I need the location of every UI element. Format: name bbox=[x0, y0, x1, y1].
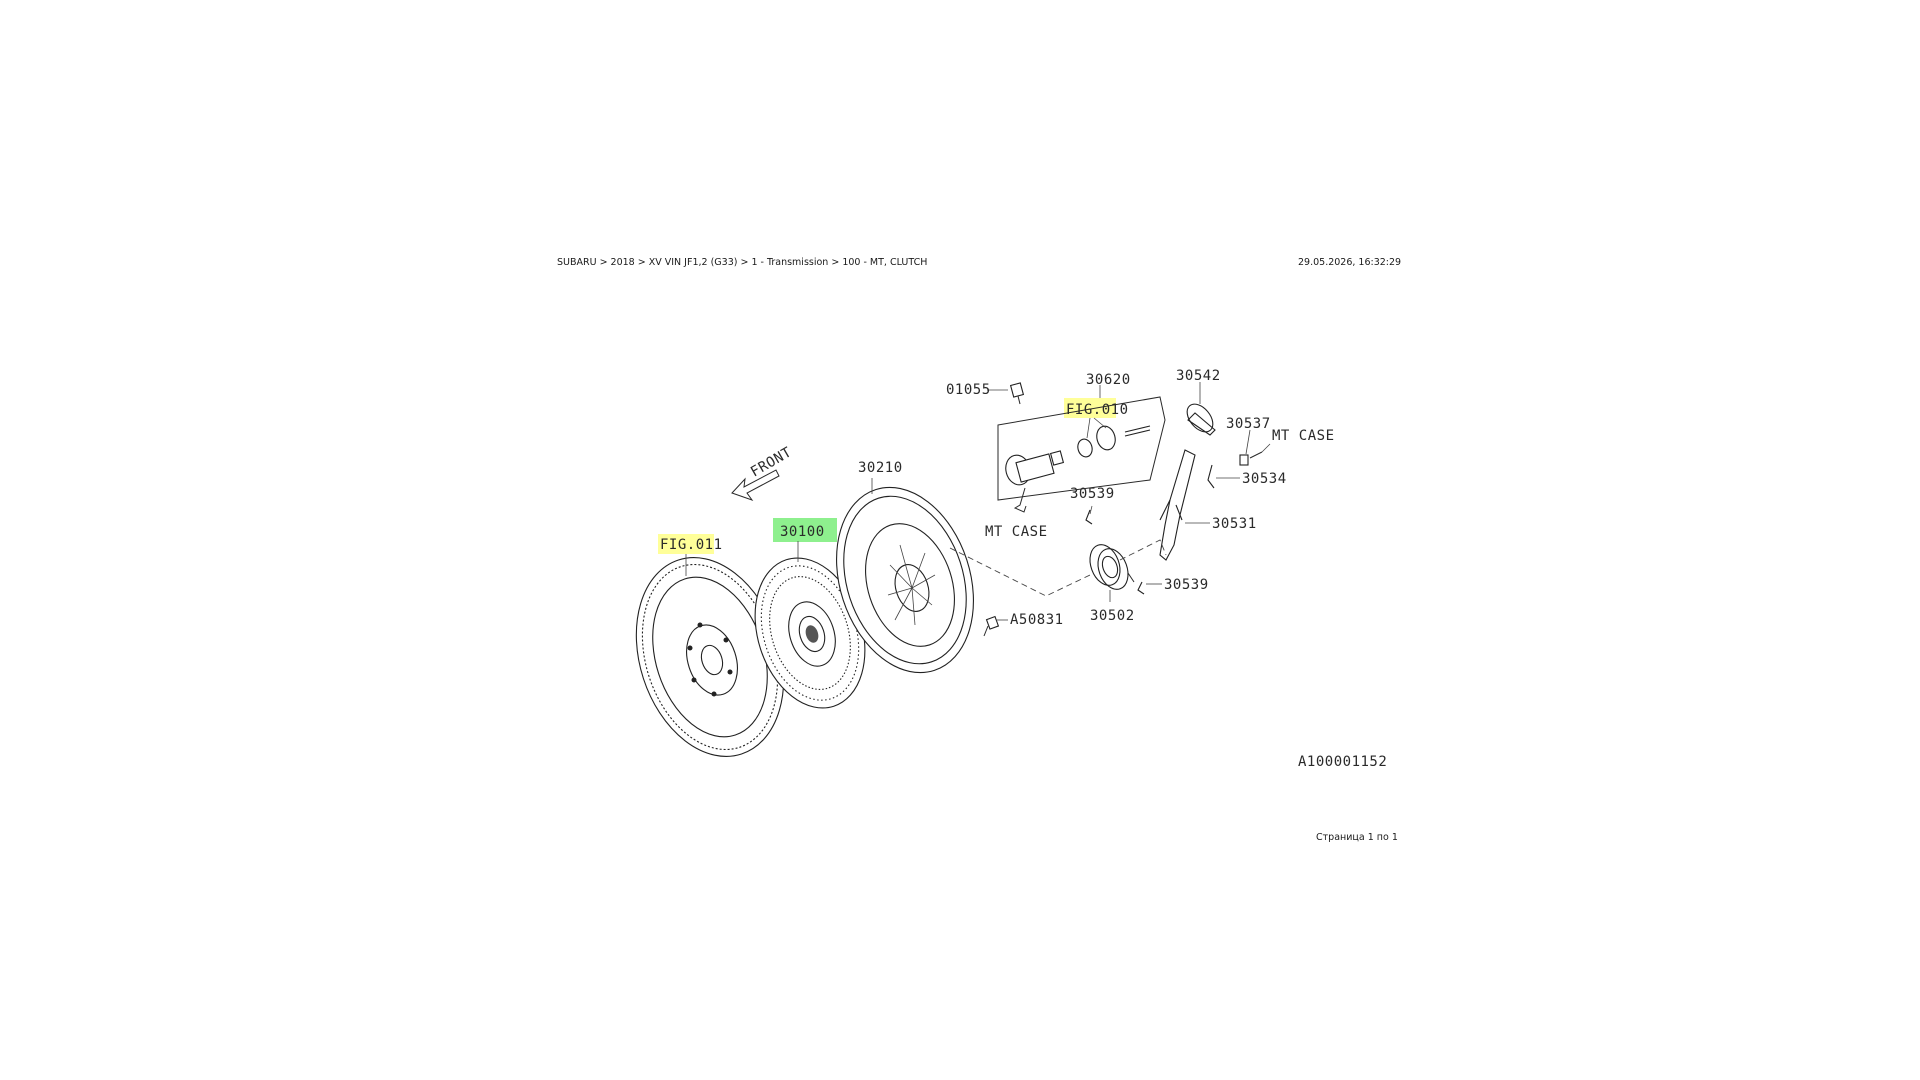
bolt-01055 bbox=[1009, 382, 1025, 405]
label-30502[interactable]: 30502 bbox=[1090, 608, 1135, 624]
clutch-disc bbox=[754, 557, 866, 709]
label-30537[interactable]: 30537 bbox=[1226, 416, 1271, 432]
label-30539-upper[interactable]: 30539 bbox=[1070, 486, 1115, 502]
label-30539-lower[interactable]: 30539 bbox=[1164, 577, 1209, 593]
front-arrow-icon: FRONT bbox=[731, 444, 795, 501]
print-timestamp: 29.05.2026, 16:32:29 bbox=[1298, 257, 1402, 268]
label-30210[interactable]: 30210 bbox=[858, 460, 903, 476]
label-a50831[interactable]: A50831 bbox=[1010, 612, 1064, 628]
label-30531[interactable]: 30531 bbox=[1212, 516, 1257, 532]
pivot-30542 bbox=[1186, 403, 1216, 436]
label-fig010[interactable]: FIG.010 bbox=[1066, 402, 1129, 418]
label-01055[interactable]: 01055 bbox=[946, 382, 991, 398]
label-30534[interactable]: 30534 bbox=[1242, 471, 1287, 487]
label-30542[interactable]: 30542 bbox=[1176, 368, 1221, 384]
page-count: Страница 1 по 1 bbox=[1316, 832, 1398, 843]
label-mt-case-1: MT CASE bbox=[985, 524, 1048, 540]
clip-30539-upper bbox=[1085, 509, 1093, 525]
clip-30534 bbox=[1207, 464, 1215, 489]
label-30620[interactable]: 30620 bbox=[1086, 372, 1131, 388]
clip-30539-lower bbox=[1137, 581, 1145, 595]
assembly-line-2 bbox=[1119, 539, 1167, 561]
front-label: FRONT bbox=[748, 444, 795, 480]
slave-cylinder-box bbox=[997, 396, 1166, 513]
diagram-id: A100001152 bbox=[1298, 754, 1387, 770]
fig011-highlight bbox=[658, 534, 714, 554]
label-fig011[interactable]: FIG.011 bbox=[660, 537, 723, 553]
bolt-a50831 bbox=[983, 615, 1000, 637]
release-fork bbox=[1159, 449, 1196, 561]
stud-30537 bbox=[1239, 451, 1263, 466]
breadcrumb: SUBARU > 2018 > XV VIN JF1,2 (G33) > 1 -… bbox=[557, 257, 928, 268]
part-30100-highlight bbox=[773, 518, 837, 542]
fig010-highlight bbox=[1064, 398, 1116, 418]
pressure-plate bbox=[836, 486, 974, 674]
label-30100[interactable]: 30100 bbox=[780, 524, 825, 540]
label-mt-case-2: MT CASE bbox=[1272, 428, 1335, 444]
release-bearing bbox=[1089, 544, 1135, 590]
leader-lines bbox=[685, 382, 1271, 621]
assembly-line-1 bbox=[949, 547, 1091, 597]
